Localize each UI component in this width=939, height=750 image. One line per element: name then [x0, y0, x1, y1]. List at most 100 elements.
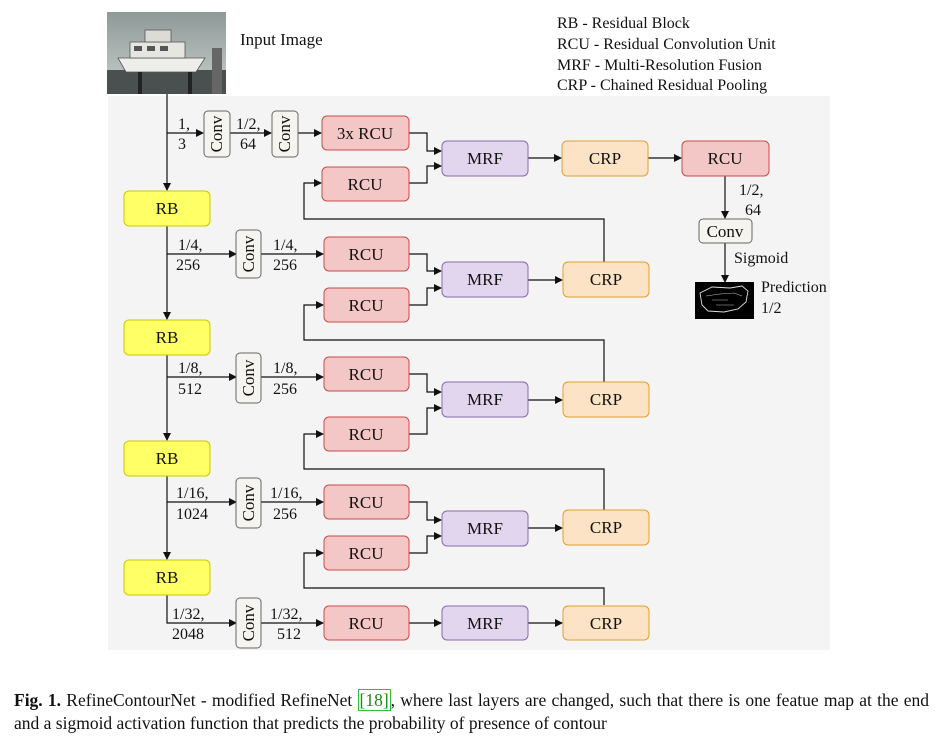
svg-text:RB: RB	[156, 568, 179, 587]
mrf-block-s2: MRF	[441, 381, 529, 418]
label-top-scale-a: 1/2,	[236, 116, 260, 133]
crp-block-top: CRP	[561, 140, 649, 177]
label-prediction: Prediction	[761, 279, 827, 296]
label-input-channels-a: 1,	[178, 116, 190, 133]
svg-text:RCU: RCU	[349, 493, 384, 512]
label-s1-out-b: 256	[273, 257, 297, 274]
figure-caption: Fig. 1. RefineContourNet - modified Refi…	[14, 689, 929, 735]
label-prediction-scale: 1/2	[761, 300, 781, 317]
rcu-block-output: RCU	[681, 140, 770, 177]
conv-stage-3: Conv	[235, 477, 262, 529]
crp-block-s1: CRP	[562, 261, 650, 298]
svg-text:MRF: MRF	[467, 390, 503, 409]
svg-text:RB: RB	[156, 328, 179, 347]
svg-text:Conv: Conv	[239, 604, 258, 641]
svg-text:CRP: CRP	[590, 270, 622, 289]
label-output-scale-b: 64	[745, 202, 761, 219]
svg-text:RCU: RCU	[348, 175, 383, 194]
mrf-block-top: MRF	[441, 140, 529, 177]
legend-crp: CRP - Chained Residual Pooling	[557, 77, 767, 94]
label-top-scale-b: 64	[240, 136, 256, 153]
rb-block-2: RB	[123, 319, 211, 356]
svg-text:Conv: Conv	[239, 235, 258, 272]
label-output-scale-a: 1/2,	[739, 182, 763, 199]
svg-text:RCU: RCU	[349, 365, 384, 384]
label-s2-out-b: 256	[273, 381, 297, 398]
svg-text:CRP: CRP	[590, 390, 622, 409]
label-s2-out-a: 1/8,	[273, 360, 297, 377]
crp-block-s3: CRP	[562, 509, 650, 546]
legend: RB - Residual Block RCU - Residual Convo…	[557, 15, 776, 94]
svg-text:RB: RB	[156, 449, 179, 468]
svg-text:RCU: RCU	[349, 425, 384, 444]
label-s3-out-b: 256	[273, 506, 297, 523]
mrf-block-s1: MRF	[441, 261, 529, 298]
caption-text-2: , where last layers are changed, such th…	[14, 690, 929, 733]
svg-text:CRP: CRP	[590, 518, 622, 537]
svg-text:RCU: RCU	[708, 149, 743, 168]
conv-stage-1: Conv	[235, 229, 262, 279]
conv-stage-4: Conv	[235, 597, 262, 649]
label-sigmoid: Sigmoid	[734, 250, 788, 267]
label-s1-in-b: 256	[176, 257, 200, 274]
svg-text:RCU: RCU	[349, 544, 384, 563]
architecture-diagram: Input Image RB - Residual Block RCU - Re…	[107, 12, 830, 650]
rcu-block-s1a: RCU	[323, 236, 410, 272]
input-image	[107, 12, 226, 94]
svg-text:3x RCU: 3x RCU	[337, 124, 393, 143]
rcu-block-s3b: RCU	[323, 535, 410, 571]
rb-block-3: RB	[123, 440, 211, 477]
svg-text:Conv: Conv	[239, 359, 258, 396]
label-s2-in-a: 1/8,	[178, 360, 202, 377]
connections	[163, 94, 729, 627]
svg-text:CRP: CRP	[589, 149, 621, 168]
label-s3-in-b: 1024	[176, 506, 208, 523]
rb-block-1: RB	[123, 190, 211, 227]
label-s2-in-b: 512	[178, 381, 202, 398]
label-input-channels-b: 3	[178, 136, 186, 153]
svg-text:Conv: Conv	[207, 115, 226, 152]
crp-block-s2: CRP	[562, 381, 650, 418]
label-s1-in-a: 1/4,	[178, 237, 202, 254]
svg-text:MRF: MRF	[467, 614, 503, 633]
edge-labels: 1, 3 1/2, 64 1/4, 256 1/4, 256 1/8, 512 …	[172, 116, 827, 643]
legend-mrf: MRF - Multi-Resolution Fusion	[557, 57, 762, 74]
conv-stage-2: Conv	[235, 352, 262, 404]
rcu-block-s4: RCU	[323, 605, 410, 641]
rcu-block-top-2: RCU	[321, 166, 410, 202]
label-s1-out-a: 1/4,	[273, 237, 297, 254]
caption-label: Fig. 1.	[14, 690, 62, 710]
svg-text:RB: RB	[156, 199, 179, 218]
svg-text:Conv: Conv	[239, 484, 258, 521]
svg-text:RCU: RCU	[349, 296, 384, 315]
conv-top-2: Conv	[271, 110, 299, 158]
svg-text:MRF: MRF	[467, 519, 503, 538]
conv-output: Conv	[698, 218, 753, 244]
svg-text:CRP: CRP	[590, 614, 622, 633]
label-s3-out-a: 1/16,	[270, 485, 302, 502]
label-s3-in-a: 1/16,	[176, 485, 208, 502]
label-s4-in-b: 2048	[172, 626, 204, 643]
svg-text:Conv: Conv	[707, 222, 744, 241]
input-image-label: Input Image	[240, 30, 323, 49]
legend-rcu: RCU - Residual Convolution Unit	[557, 36, 776, 53]
label-s4-out-b: 512	[277, 626, 301, 643]
diagram-background	[108, 96, 830, 650]
legend-rb: RB - Residual Block	[557, 15, 690, 32]
svg-text:RCU: RCU	[349, 614, 384, 633]
conv-top-1: Conv	[203, 110, 231, 158]
mrf-block-s4: MRF	[441, 605, 529, 641]
svg-text:MRF: MRF	[467, 270, 503, 289]
rcu3-block-top: 3x RCU	[321, 115, 410, 151]
svg-text:RCU: RCU	[349, 245, 384, 264]
svg-text:Conv: Conv	[275, 115, 294, 152]
caption-citation-link[interactable]: [18]	[357, 689, 391, 711]
rcu-block-s3a: RCU	[323, 484, 410, 520]
crp-block-s4: CRP	[562, 605, 650, 641]
rcu-block-s2a: RCU	[323, 356, 410, 392]
prediction-image	[695, 282, 754, 319]
rb-block-4: RB	[123, 559, 211, 596]
rcu-block-s1b: RCU	[323, 287, 410, 323]
mrf-block-s3: MRF	[441, 510, 529, 547]
label-s4-out-a: 1/32,	[270, 606, 302, 623]
